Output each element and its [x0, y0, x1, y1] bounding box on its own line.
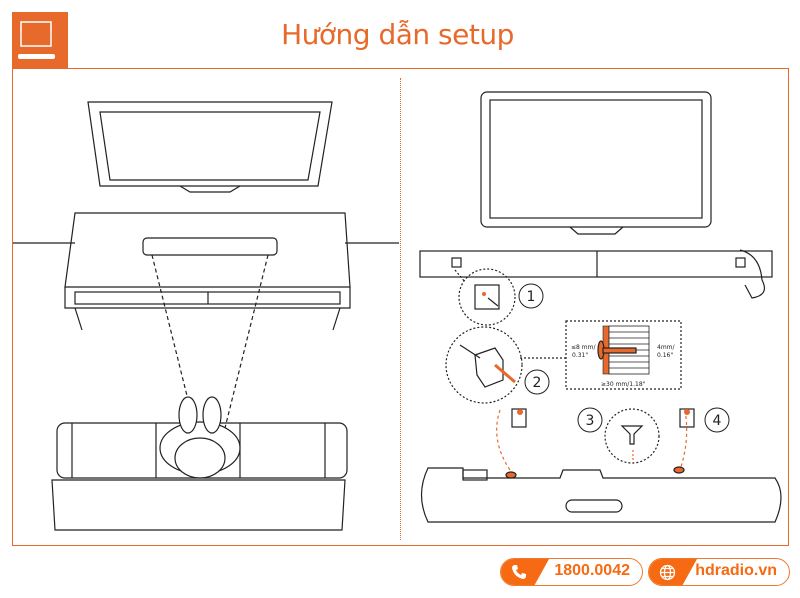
phone-icon	[512, 565, 526, 579]
step-2: 2	[533, 375, 542, 391]
diagram-frame	[12, 68, 789, 546]
head-diameter: ≤8 mm/	[571, 344, 596, 351]
step-1: 1	[527, 289, 536, 305]
page-title: Hướng dẫn setup	[281, 18, 514, 51]
detail-circle	[445, 326, 523, 404]
tv-stand	[64, 212, 351, 331]
bracket	[511, 408, 527, 428]
sound-beams	[151, 254, 269, 441]
screw-spec-box	[565, 320, 682, 390]
mount-template	[419, 249, 773, 299]
shaft-diameter: 4mm/	[657, 344, 676, 351]
soundbar-right	[420, 467, 782, 523]
head-diameter-in: 0.31"	[572, 352, 588, 359]
mark-square	[474, 284, 500, 310]
detail-circle	[458, 268, 516, 326]
phone-button[interactable]: 1800.0042	[500, 558, 643, 586]
tv-left	[87, 101, 333, 193]
step-3: 3	[586, 413, 595, 429]
shaft-diameter-in: 0.16"	[657, 352, 673, 359]
globe-icon	[659, 564, 676, 581]
step-4: 4	[713, 413, 722, 429]
screw-length: ≥30 mm/1.18"	[601, 381, 646, 388]
phone-number: 1800.0042	[554, 562, 630, 579]
tv-right	[480, 91, 712, 235]
website-url: hdradio.vn	[695, 562, 777, 579]
step-badges	[518, 283, 730, 433]
logo-badge	[12, 12, 68, 69]
divider	[400, 78, 401, 540]
listener	[159, 396, 241, 479]
detail-circle	[604, 408, 660, 464]
monitor-icon	[18, 21, 55, 59]
soundbar-left	[142, 237, 278, 256]
website-link[interactable]: hdradio.vn	[648, 558, 790, 586]
